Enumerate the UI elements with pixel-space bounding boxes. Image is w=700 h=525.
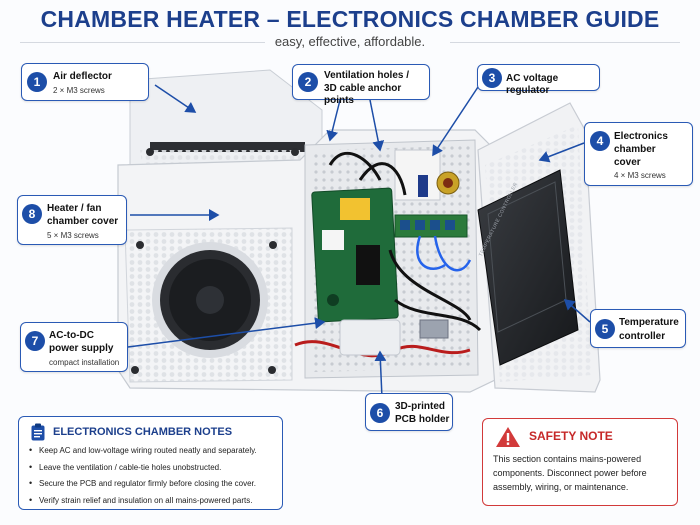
warning-triangle-icon: [496, 427, 520, 447]
callout-title-line-2: chamber: [614, 144, 656, 155]
safety-body: This section contains mains-powered comp…: [493, 454, 647, 492]
enclosure-body: [117, 129, 496, 393]
callout-number: 8: [22, 204, 42, 224]
notes-title: ELECTRONICS CHAMBER NOTES: [53, 426, 233, 438]
callout-title-line-3: cover: [614, 157, 641, 168]
electronics-chamber-cover: [477, 102, 601, 393]
page-subtitle: easy, effective, affordable.: [274, 34, 426, 49]
callout-title-line-2: controller: [619, 331, 666, 342]
callout-number: 2: [298, 72, 318, 92]
page-title: CHAMBER HEATER – ELECTRONICS CHAMBER GUI…: [40, 6, 660, 32]
callout-number: 6: [370, 403, 390, 423]
callout-title: Air deflector: [53, 71, 112, 82]
callout-pcb-holder: 6 3D-printed PCB holder: [365, 393, 453, 431]
safety-note-panel: SAFETY NOTE This section contains mains-…: [482, 418, 678, 506]
clipboard-icon: [31, 423, 45, 441]
callout-title-line-2: chamber cover: [47, 216, 119, 227]
callout-title-line-1: Temperature: [619, 317, 679, 328]
notes-item: Leave the ventilation / cable-tie holes …: [29, 462, 257, 480]
callout-ac-voltage-regulator: 3 AC voltage regulator: [477, 64, 600, 96]
callout-title: AC voltage regulator: [506, 73, 559, 96]
callout-title-line-1: Heater / fan: [47, 203, 102, 214]
callout-subtitle: 2 × M3 screws: [53, 86, 105, 95]
callout-title-line-1: Ventilation holes /: [324, 70, 410, 81]
callout-number: 5: [595, 319, 615, 339]
callout-number: 4: [590, 131, 610, 151]
callout-subtitle: 4 × M3 screws: [614, 171, 666, 180]
callout-subtitle: compact installation: [49, 358, 120, 367]
callout-title-line-2: power supply: [49, 343, 114, 354]
callout-number: 3: [482, 68, 502, 88]
callout-electronics-chamber-cover: 4 Electronics chamber cover 4 × M3 screw…: [584, 122, 693, 186]
callout-title-line-2: 3D cable anchor points: [324, 83, 402, 106]
callout-air-deflector: 1 Air deflector 2 × M3 screws: [21, 63, 149, 101]
notes-panel: ELECTRONICS CHAMBER NOTES Keep AC and lo…: [18, 416, 283, 510]
callout-title-line-1: Electronics: [614, 131, 668, 142]
notes-list: Keep AC and low-voltage wiring routed ne…: [29, 445, 257, 513]
callout-heater-fan-cover: 8 Heater / fan chamber cover 5 × M3 scre…: [17, 195, 127, 245]
notes-item: Secure the PCB and regulator firmly befo…: [29, 478, 257, 496]
callout-number: 1: [27, 72, 47, 92]
callout-temperature-controller: 5 Temperature controller: [590, 309, 686, 348]
leader-lines: [127, 84, 591, 399]
callout-ventilation-holes: 2 Ventilation holes / 3D cable anchor po…: [292, 64, 430, 106]
callout-title-line-2: PCB holder: [395, 414, 450, 425]
callout-title-line-1: AC-to-DC: [49, 330, 94, 341]
subtitle-rule-right: [450, 42, 680, 43]
notes-item: Verify strain relief and insulation on a…: [29, 495, 257, 513]
callout-ac-dc-power-supply: 7 AC-to-DC power supply compact installa…: [20, 322, 128, 372]
callout-subtitle: 5 × M3 screws: [47, 231, 99, 240]
notes-item: Keep AC and low-voltage wiring routed ne…: [29, 445, 257, 463]
callout-number: 7: [25, 331, 45, 351]
subtitle-rule-left: [20, 42, 265, 43]
callout-title-line-1: 3D-printed: [395, 401, 445, 412]
safety-title: SAFETY NOTE: [529, 429, 613, 443]
